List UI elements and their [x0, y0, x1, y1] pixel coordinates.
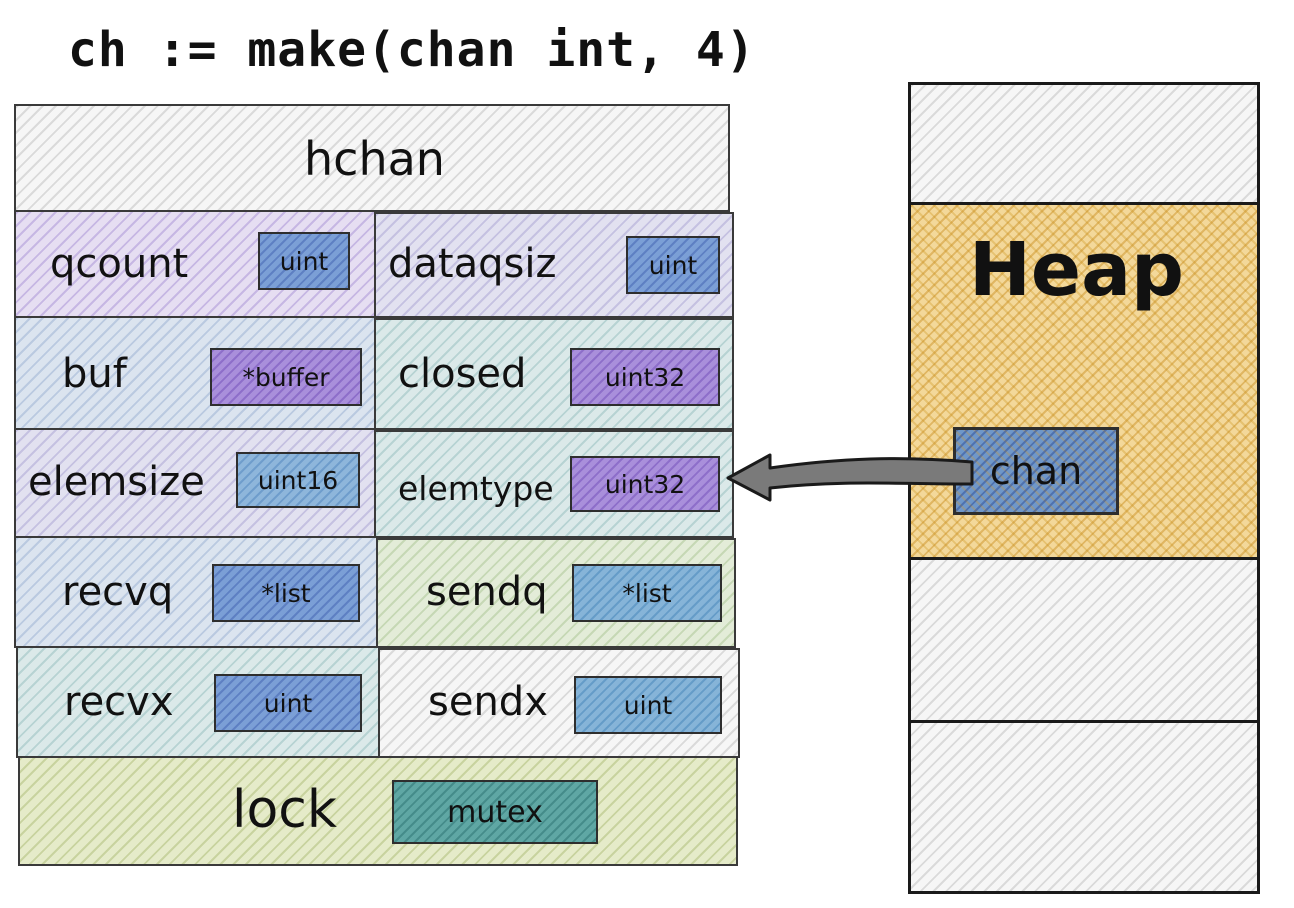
- heap-region: Heap chan: [908, 202, 1260, 560]
- field-recvx-name: recvx: [64, 679, 174, 725]
- field-lock-type: mutex: [392, 780, 598, 844]
- field-sendq-type: *list: [572, 564, 722, 622]
- field-sendx-type: uint: [574, 676, 722, 734]
- field-elemtype: elemtype uint32: [374, 430, 734, 538]
- make-chan-code: ch := make(chan int, 4): [68, 22, 756, 78]
- field-recvq-type: *list: [212, 564, 360, 622]
- field-qcount: qcount uint: [14, 210, 376, 318]
- field-buf-name: buf: [62, 351, 127, 397]
- field-sendx: sendx uint: [378, 648, 740, 758]
- field-buf: buf *buffer: [14, 316, 376, 430]
- field-elemsize-type: uint16: [236, 452, 360, 508]
- heap-divider-lower: [910, 720, 1260, 723]
- field-sendx-name: sendx: [428, 679, 548, 725]
- field-elemsize: elemsize uint16: [14, 428, 376, 538]
- field-elemtype-name: elemtype: [398, 469, 554, 508]
- field-sendq: sendq *list: [376, 538, 736, 648]
- field-buf-type: *buffer: [210, 348, 362, 406]
- field-recvq: recvq *list: [14, 536, 378, 648]
- hchan-title: hchan: [304, 132, 445, 186]
- field-dataqsiz-name: dataqsiz: [388, 241, 557, 287]
- field-qcount-type: uint: [258, 232, 350, 290]
- field-recvx-type: uint: [214, 674, 362, 732]
- field-closed-type: uint32: [570, 348, 720, 406]
- heap-title: Heap: [969, 227, 1185, 313]
- field-dataqsiz: dataqsiz uint: [374, 212, 734, 318]
- field-elemsize-name: elemsize: [28, 459, 205, 505]
- field-dataqsiz-type: uint: [626, 236, 720, 294]
- field-recvq-name: recvq: [62, 569, 174, 615]
- field-closed-name: closed: [398, 351, 527, 397]
- field-lock: lock mutex: [18, 756, 738, 866]
- chan-pointer-arrow-shaft: [726, 453, 974, 502]
- field-lock-name: lock: [232, 780, 337, 840]
- field-elemtype-type: uint32: [570, 456, 720, 512]
- field-closed: closed uint32: [374, 318, 734, 430]
- field-sendq-name: sendq: [426, 569, 548, 615]
- field-qcount-name: qcount: [50, 241, 189, 287]
